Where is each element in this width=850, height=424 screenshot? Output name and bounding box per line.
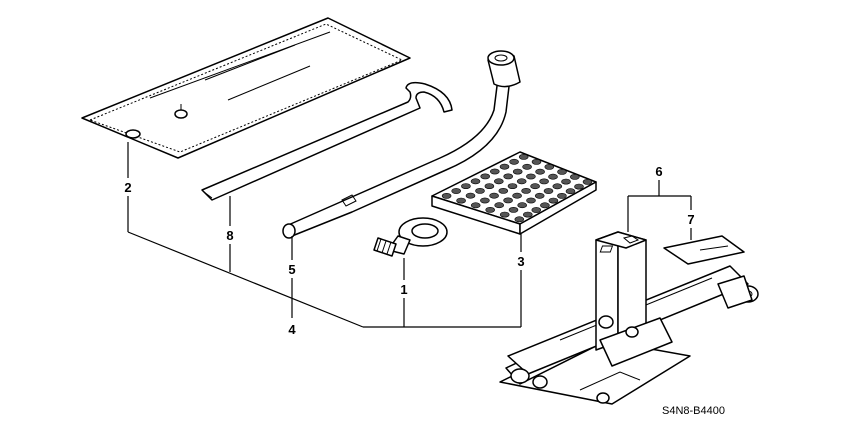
jack-label-plate [599,235,745,265]
pad-dimple [461,183,471,189]
pad-dimple [552,183,563,190]
callout-8: 8 [226,228,233,243]
pad-dimple [465,192,476,199]
callout-1: 1 [400,282,407,297]
pad-dimple [516,178,527,185]
callout-2: 2 [124,180,131,195]
pad-dimple [522,163,532,170]
pad-dimple [441,192,452,199]
pad-dimple [539,178,549,185]
pad-dimple [522,211,533,218]
pad-dimple [535,168,545,175]
pad-dimple [507,183,518,189]
pad-dimple [470,202,481,209]
pad-dimple [503,173,514,180]
pad-dimple [489,168,500,175]
pad-dimple [518,153,529,160]
pad-dimple [499,211,510,218]
pad-dimple [561,178,571,185]
tool-bag [81,17,411,159]
callout-3: 3 [517,254,524,269]
pad-dimple [531,158,542,165]
callout-6: 6 [655,164,662,179]
pad-dimple [503,197,513,204]
jack-holder-pad [431,151,597,235]
towing-hook [373,217,448,257]
jack-handle-bar [201,81,453,201]
pad-dimple [484,183,495,189]
pad-dimple [548,173,558,180]
pad-dimples [441,153,593,223]
pad-dimple [526,197,536,204]
pad-dimple [498,187,509,194]
pad-dimple [526,173,536,180]
pad-dimple [489,192,499,199]
pad-dimple [521,187,531,194]
pad-dimple [540,202,550,209]
pad-dimple [530,183,540,190]
pad-dimple [485,206,496,213]
pad-dimple [475,187,485,194]
pad-dimple [569,173,580,180]
pad-dimple [456,197,466,204]
pad-dimple [565,188,576,195]
pad-dimple [512,192,522,199]
pad-dimple [480,173,491,180]
pad-dimple [557,192,567,199]
pad-dimple [512,168,523,175]
wheel-nut-wrench [282,50,521,239]
callout-7: 7 [687,212,694,227]
pad-dimple [544,163,555,170]
pad-dimple [531,207,542,213]
pad-dimple [543,188,554,194]
pad-dimple [509,158,519,165]
pad-dimple [451,188,462,194]
pad-dimple [499,163,510,170]
scissor-jack [499,231,759,405]
pad-dimple [493,178,504,185]
pad-dimple [494,202,505,209]
pad-dimple [574,183,584,190]
leader-lines [127,142,692,328]
callouts: 2 8 5 4 1 3 6 7 [124,164,694,337]
pad-dimple [480,197,490,204]
callout-4: 4 [288,322,296,337]
pad-dimple [517,202,528,209]
pad-dimple [470,178,481,185]
pad-dimple [508,206,519,213]
pad-dimple [582,178,593,185]
pad-dimple [534,192,545,199]
pad-dimple [514,216,525,223]
pad-dimple [548,197,559,204]
callout-5: 5 [288,262,295,277]
pad-dimple [557,168,567,175]
drawing-code: S4N8-B4400 [662,405,725,417]
